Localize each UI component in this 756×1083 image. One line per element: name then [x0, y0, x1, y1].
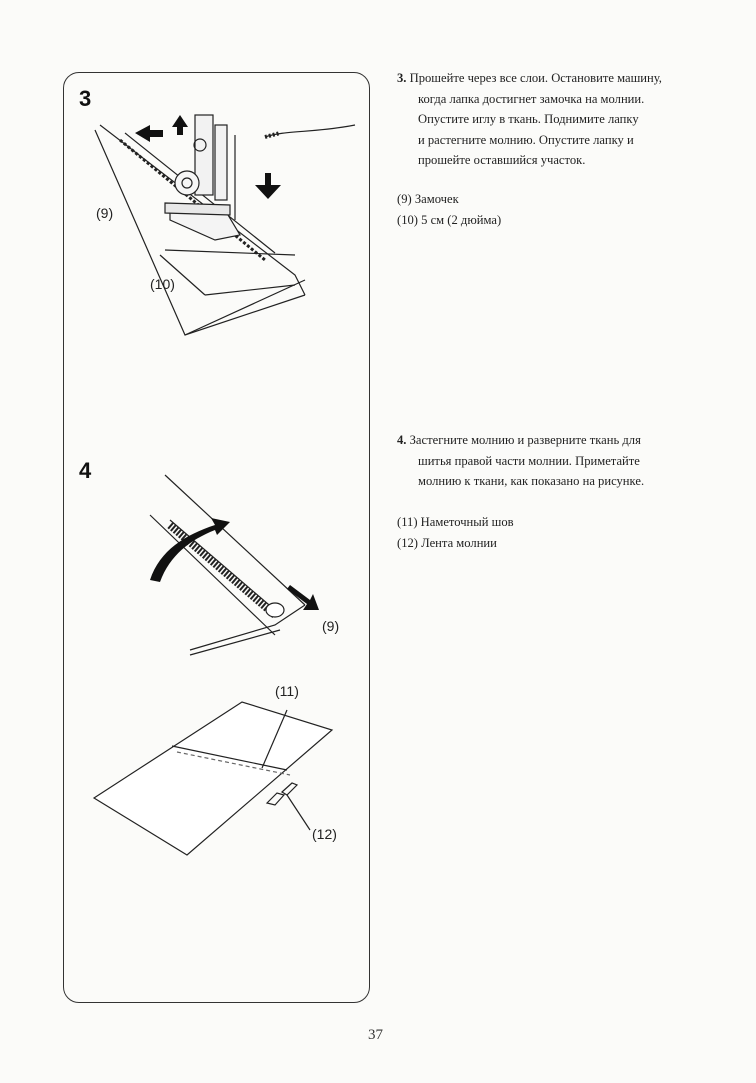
label-9-slider-fig4: (9)	[322, 618, 340, 634]
step-3-line-1: Прошейте через все слои. Остановите маши…	[409, 71, 662, 85]
step-4-legend: (11) Наметочный шов (12) Лента молнии	[397, 512, 514, 553]
legend-item-10: (10) 5 см (2 дюйма)	[397, 212, 502, 227]
step-3-line-4: и растегните молнию. Опустите лапку и	[418, 132, 634, 147]
figure-basting-stitch	[92, 701, 334, 856]
label-11-basting: (11)	[275, 683, 299, 699]
step-4-text: 4. Застегните молнию и разверните ткань …	[397, 430, 644, 492]
step-3-line-5: прошейте оставшийся участок.	[418, 153, 586, 168]
legend-item-11: (11) Наметочный шов	[397, 515, 514, 529]
figure-zipper-unfold	[149, 474, 319, 656]
label-12-zipper-tape: (12)	[312, 826, 337, 842]
step-3-text: 3. Прошейте через все слои. Остановите м…	[397, 68, 662, 171]
step-3-number: 3.	[397, 71, 407, 85]
figure-step-3-number: 3	[79, 86, 92, 111]
label-9-slider: (9)	[96, 205, 114, 221]
label-10-distance: (10)	[150, 276, 175, 292]
step-3-line-3: Опустите иглу в ткань. Поднимите лапку	[418, 112, 639, 127]
step-4-line-2: шитья правой части молнии. Приметайте	[418, 453, 640, 468]
legend-item-12: (12) Лента молнии	[397, 535, 497, 550]
illustration-panel	[63, 72, 370, 1003]
figure-step-4-number: 4	[79, 458, 92, 483]
step-4-line-1: Застегните молнию и разверните ткань для	[409, 433, 641, 447]
step-4-number: 4.	[397, 433, 407, 447]
step-3-line-2: когда лапка достигнет замочка на молнии.	[418, 91, 645, 106]
page-number: 37	[368, 1027, 383, 1043]
figure-zipper-foot-sewing	[94, 114, 356, 336]
step-4-line-3: молнию к ткани, как показано на рисунке.	[418, 474, 645, 489]
step-3-legend: (9) Замочек (10) 5 см (2 дюйма)	[397, 189, 501, 230]
legend-item-9: (9) Замочек	[397, 192, 459, 206]
